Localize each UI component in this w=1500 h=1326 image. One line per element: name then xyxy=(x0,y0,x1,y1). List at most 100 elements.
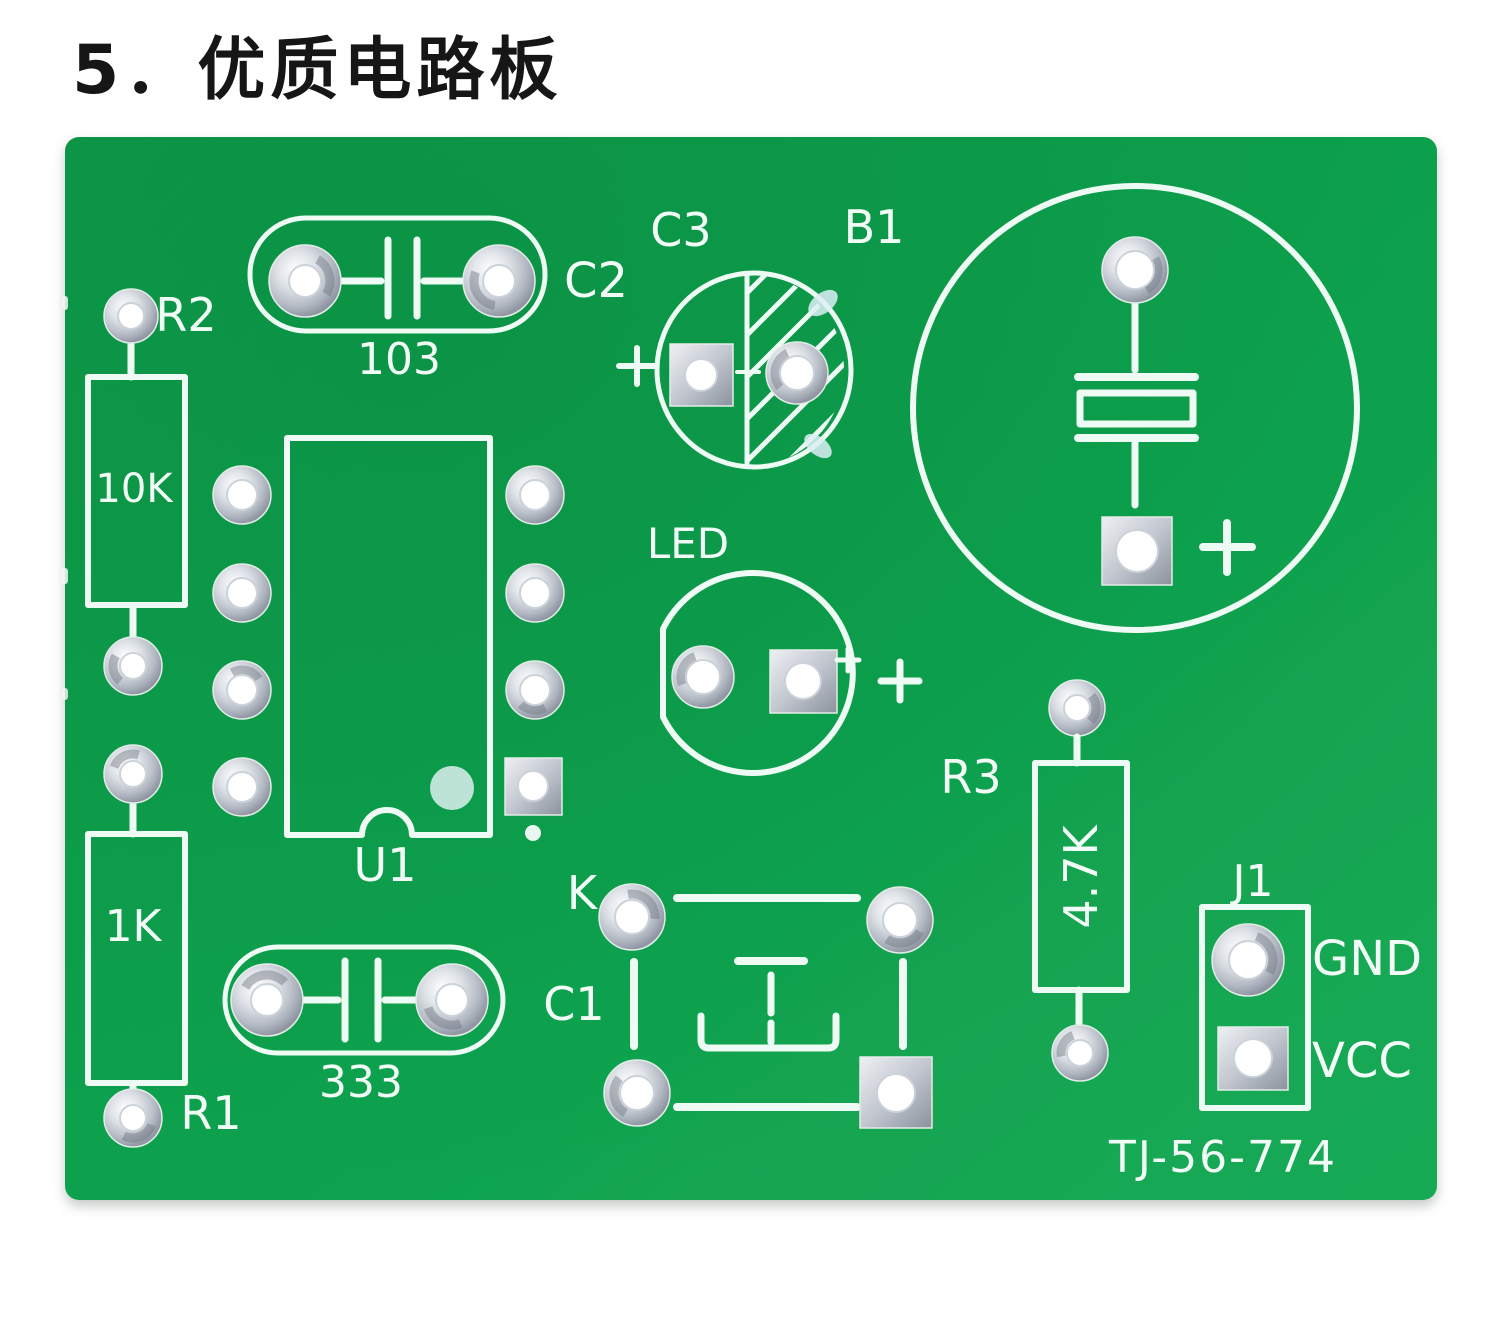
resistor-r1-outline xyxy=(85,831,188,1086)
label-r1-value: 1K xyxy=(105,901,163,952)
label-c2-value: 103 xyxy=(357,334,441,385)
solder-smudge xyxy=(108,749,158,799)
label-k: K xyxy=(567,866,599,920)
pad-hole xyxy=(119,652,147,680)
label-r2-value: 10K xyxy=(95,466,174,512)
solder-splash xyxy=(804,433,832,459)
pad-hole xyxy=(619,1075,655,1111)
ic-u1-footprint: U1 xyxy=(212,435,565,892)
pad-hole xyxy=(1115,529,1159,573)
label-b1: B1 xyxy=(844,200,905,254)
pad-hole xyxy=(250,983,284,1017)
label-c2: C2 xyxy=(564,253,628,309)
label-c1: C1 xyxy=(543,977,604,1031)
solder-smudge xyxy=(676,650,730,704)
capacitor-c2-footprint: C2 103 xyxy=(247,215,628,385)
u1-marker-dot xyxy=(525,825,541,841)
pad-hole xyxy=(226,479,258,511)
part-number: TJ-56-774 xyxy=(1108,1132,1337,1183)
led-footprint: LED xyxy=(647,519,923,776)
buzzer-b1-footprint: B1 xyxy=(844,183,1360,633)
c1-outline xyxy=(222,944,506,1056)
solder-splash xyxy=(808,289,838,317)
pad-hole xyxy=(119,760,147,788)
c3-outline xyxy=(654,270,854,470)
capacitor-c1-footprint: 333 xyxy=(222,944,506,1108)
pad-hole xyxy=(226,771,258,803)
capacitor-c3-footprint: C3 xyxy=(616,203,854,470)
resistor-r3-footprint: R3 4.7K xyxy=(940,679,1130,1082)
solder-smudge xyxy=(108,1093,158,1143)
edge-artifact xyxy=(61,568,68,584)
connector-j1-footprint: J1 GND VCC xyxy=(1199,856,1422,1111)
pad-hole xyxy=(882,902,918,938)
solder-smudge xyxy=(217,665,267,715)
board-lighting xyxy=(65,137,1437,1200)
pad-hole xyxy=(784,662,822,700)
pad-hole xyxy=(435,983,469,1017)
pad-hole xyxy=(482,264,516,298)
page-title: 5．优质电路板 xyxy=(72,31,563,110)
solder-smudge xyxy=(510,665,560,715)
solder-smudge xyxy=(770,346,824,400)
b1-plus-mark xyxy=(1199,519,1256,576)
pad-hole xyxy=(519,674,551,706)
label-u1: U1 xyxy=(354,838,417,892)
edge-artifact xyxy=(62,296,68,310)
solder-smudge xyxy=(609,1065,665,1121)
led-outline xyxy=(660,570,856,776)
pad-hole xyxy=(1066,1039,1094,1067)
label-r3: R3 xyxy=(940,750,1001,804)
label-c3: C3 xyxy=(650,203,711,257)
switch-k-footprint: K C1 xyxy=(543,866,934,1129)
led-plus-mark xyxy=(877,658,923,704)
label-c1-value: 333 xyxy=(319,1057,403,1108)
label-vcc: VCC xyxy=(1312,1033,1412,1089)
pad-hole xyxy=(1115,250,1155,290)
label-r2: R2 xyxy=(155,288,216,342)
j1-outline xyxy=(1199,904,1311,1111)
edge-artifact xyxy=(62,688,68,700)
solder-smudge xyxy=(1107,242,1163,298)
solder-smudge xyxy=(108,641,158,691)
solder-smudge xyxy=(1056,1029,1104,1077)
pad-hole xyxy=(779,355,815,391)
pad-hole xyxy=(685,659,721,695)
pad-hole xyxy=(517,770,549,802)
b1-outline xyxy=(910,183,1360,633)
solder-smudge xyxy=(604,889,660,945)
u1-pin1-dot xyxy=(430,766,474,810)
led-anode-plus-mark xyxy=(834,646,862,674)
pad-hole xyxy=(614,899,650,935)
solder-smudge xyxy=(872,892,928,948)
solder-smudge xyxy=(469,251,529,311)
pad-hole xyxy=(117,302,145,330)
u1-outline xyxy=(284,435,493,838)
pad-hole xyxy=(876,1073,916,1113)
label-j1: J1 xyxy=(1230,856,1274,907)
label-r1: R1 xyxy=(180,1086,241,1140)
pad-hole xyxy=(119,1104,147,1132)
resistor-r2-outline xyxy=(85,374,188,608)
solder-smudge xyxy=(1218,930,1278,990)
switch-symbol xyxy=(697,1012,840,1052)
pad-hole xyxy=(288,264,322,298)
solder-smudge xyxy=(237,970,297,1030)
label-r3-value: 4.7K xyxy=(1054,824,1108,929)
solder-smudge xyxy=(275,251,335,311)
pcb-board xyxy=(61,137,1437,1200)
c3-plus-mark xyxy=(616,345,658,387)
label-gnd: GND xyxy=(1312,931,1422,987)
pad-hole xyxy=(1063,694,1091,722)
solder-smudge xyxy=(422,970,482,1030)
label-led: LED xyxy=(647,519,729,568)
pad-hole xyxy=(684,358,718,392)
pad-hole xyxy=(519,479,551,511)
buzzer-symbol xyxy=(1076,389,1197,428)
c2-outline xyxy=(247,215,548,334)
resistor-chain-footprint: R2 10K 1K R1 xyxy=(85,288,242,1148)
pad-hole xyxy=(519,577,551,609)
pad-hole xyxy=(1228,940,1268,980)
